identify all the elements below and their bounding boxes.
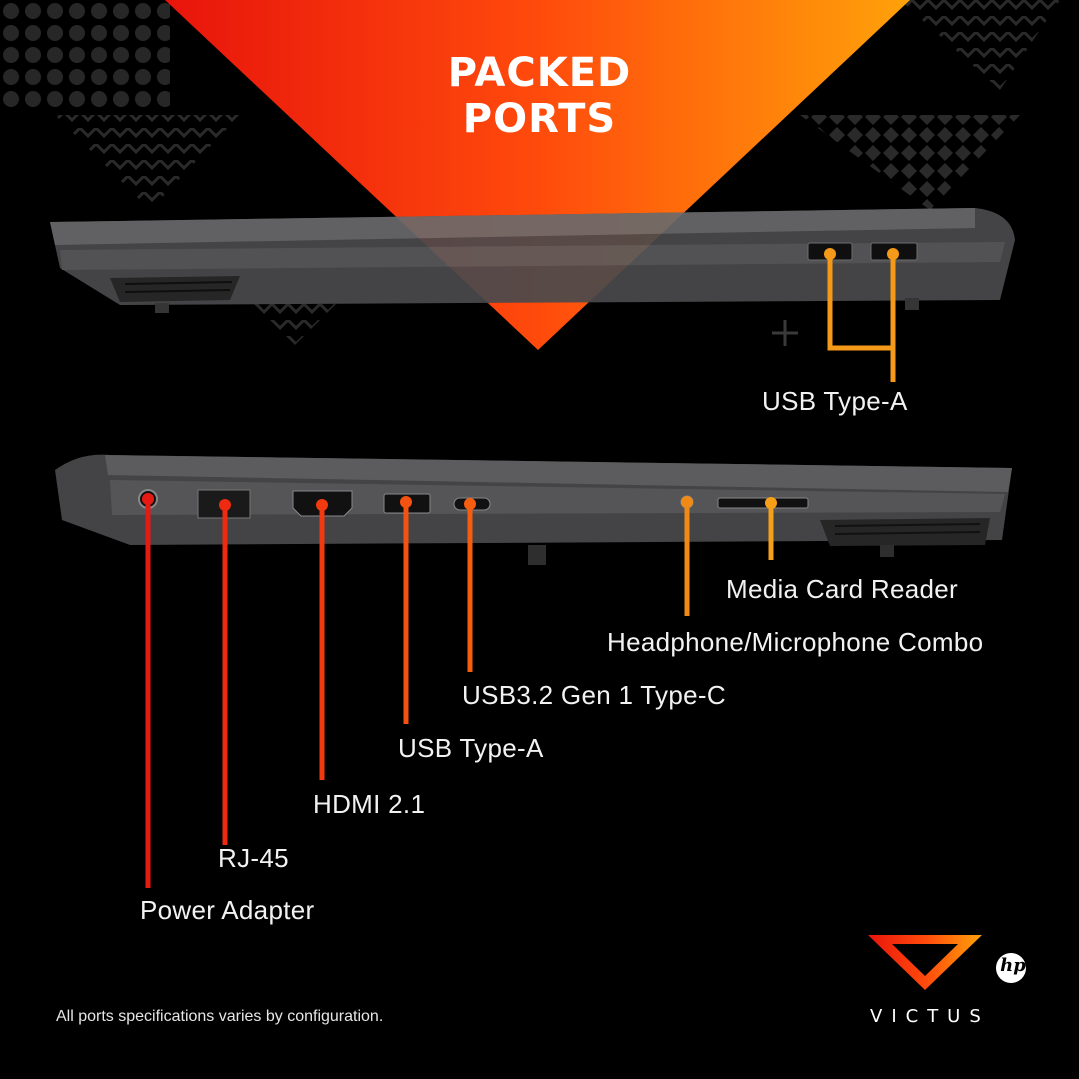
- label-headphone-mic: Headphone/Microphone Combo: [607, 627, 984, 657]
- label-usb-type-a-right: USB Type-A: [762, 386, 908, 416]
- plus-icon: [772, 320, 798, 346]
- diamond-pattern-right: [800, 115, 1020, 210]
- laptop-right-side: [50, 208, 1015, 313]
- label-media-card-reader: Media Card Reader: [726, 574, 958, 604]
- label-rj45: RJ-45: [218, 843, 289, 873]
- hp-logo-icon: [996, 953, 1026, 983]
- headline-line2: PORTS: [462, 96, 617, 142]
- sd-card-slot: [717, 497, 809, 509]
- disclaimer: All ports specifications varies by confi…: [56, 1008, 384, 1025]
- victus-v-logo: [868, 935, 982, 990]
- dot-pattern: [0, 0, 170, 110]
- label-usb-c: USB3.2 Gen 1 Type-C: [462, 680, 726, 710]
- gradient-triangle: [165, 0, 910, 350]
- hp-logo-text: hp: [1000, 955, 1026, 976]
- label-hdmi: HDMI 2.1: [313, 789, 426, 819]
- laptop-left-side: [55, 454, 1012, 565]
- callout-lines: [145, 254, 896, 888]
- chevron-pattern-bottom: [250, 300, 340, 345]
- callout-dots: [142, 248, 899, 511]
- label-power-adapter: Power Adapter: [140, 895, 315, 925]
- chevron-pattern-right: [900, 0, 1060, 90]
- label-usb-type-a-left: USB Type-A: [398, 733, 544, 763]
- victus-wordmark: VICTUS: [870, 1006, 990, 1027]
- headline-line1: PACKED: [447, 50, 632, 96]
- chevron-pattern-left: [55, 115, 240, 210]
